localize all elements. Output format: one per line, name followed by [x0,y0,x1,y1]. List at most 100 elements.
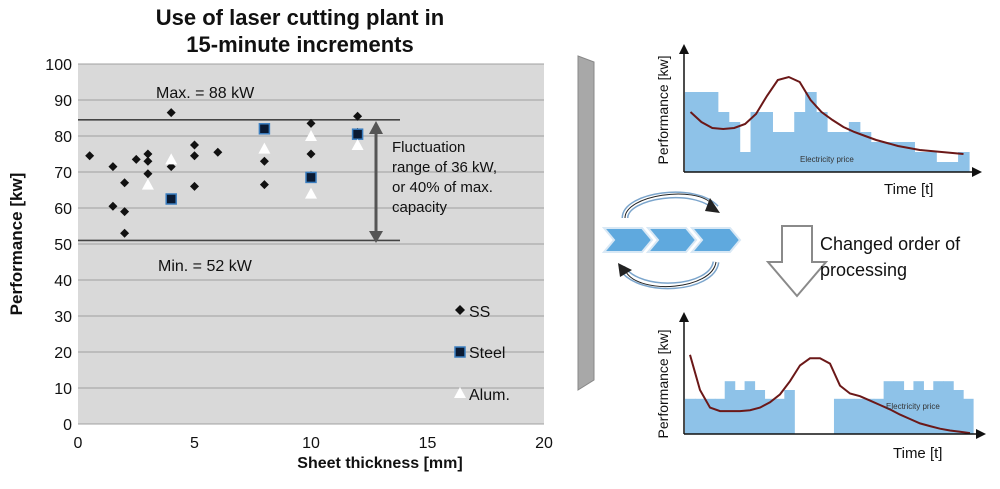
point-ss [120,207,130,217]
annotation-line-2: range of 36 kW, [392,159,497,176]
process-caption-line-1: Changed order of [820,234,961,254]
point-ss [259,180,269,190]
y-axis-label: Performance [kw] [7,173,26,316]
bar [744,381,756,434]
point-ss [143,169,153,179]
bar [805,92,817,172]
point-ss [120,228,130,238]
point-alum [351,139,364,150]
bar [943,381,954,434]
bar [827,132,839,172]
bar [870,142,883,172]
bar [863,398,875,434]
bar [903,142,915,172]
top-y-label: Performance [kw] [655,56,671,165]
cycle-arrowhead-bottom [618,263,632,277]
bar [816,112,828,172]
point-ss [85,151,95,161]
point-ss [213,147,223,157]
down-arrow [765,225,829,298]
process-chevrons [601,227,742,253]
chart-title: Use of laser cutting plant in 15-minute … [60,4,540,58]
process-cycle [601,191,742,290]
bar [704,398,716,434]
point-alum [141,178,154,190]
bar [724,381,736,434]
bar [914,152,926,172]
bar [873,398,885,434]
cycle-arrowhead-top [705,198,720,213]
y-tick-label: 0 [63,417,72,434]
legend-label-steel: Steel [469,345,505,362]
top-price-curve [689,75,964,155]
data-points [85,108,364,238]
bar [833,398,845,434]
legend-label-alum: Alum. [469,387,510,404]
point-ss [108,162,118,172]
bar [764,398,775,434]
bar [783,132,795,172]
bar [685,398,696,434]
cycle-arc-bottom-line [625,261,717,288]
y-tick-label: 50 [54,237,72,254]
max-label: Max. = 88 kW [156,85,255,102]
fluctuation-annotation: Fluctuation range of 36 kW, or 40% of ma… [392,139,497,216]
bar [772,132,784,172]
bottom-y-label: Performance [kw] [655,330,671,439]
bar [848,122,861,172]
point-ss [190,181,199,191]
bar [754,390,766,434]
legend-marker-ss [455,305,465,315]
point-steel [351,128,364,140]
point-ss [353,111,363,121]
bar [925,152,937,172]
y-tick-label: 100 [45,57,72,74]
bar [958,152,970,172]
bottom-y-arrow [679,312,689,322]
point-ss [306,149,316,159]
bottom-chart: Performance [kw] Time [t] Electricity pr… [655,312,986,462]
bar [933,381,944,434]
point-ss [190,140,199,150]
chevron [645,227,698,253]
point-ss [131,154,141,164]
point-steel [258,123,271,135]
bottom-price-curve [689,354,971,435]
bar [784,390,795,434]
bar [913,381,924,434]
x-tick-label: 0 [74,435,83,452]
cycle-arc-bottom [619,260,720,290]
top-chart: Performance [kw] Time [t] Electricity pr… [655,44,982,198]
bar [761,112,773,172]
bar [843,398,855,434]
bar [695,92,708,172]
bottom-x-arrow [976,429,986,439]
bar [936,162,948,172]
bar [694,398,706,434]
legend-marker-alum [454,387,466,398]
chevron [601,227,654,253]
bar [853,398,865,434]
bottom-price-label: Electricity price [886,402,940,411]
bar [859,132,872,172]
chevron [689,227,742,253]
fluctuation-arrow [369,121,383,243]
point-alum [305,187,317,199]
bar [706,92,719,172]
bar [750,112,763,172]
chart-title-line-1: Use of laser cutting plant in [155,5,445,30]
legend-label-ss: SS [469,304,490,321]
bar [728,122,741,172]
process-caption-line-2: processing [820,260,907,280]
annotation-line-1: Fluctuation [392,139,465,156]
x-tick-label: 10 [302,435,320,452]
min-label: Min. = 52 kW [158,258,253,275]
y-tick-label: 70 [54,165,72,182]
point-ss [143,156,153,166]
bar [892,142,905,172]
point-ss [306,118,316,128]
bar [963,398,974,434]
